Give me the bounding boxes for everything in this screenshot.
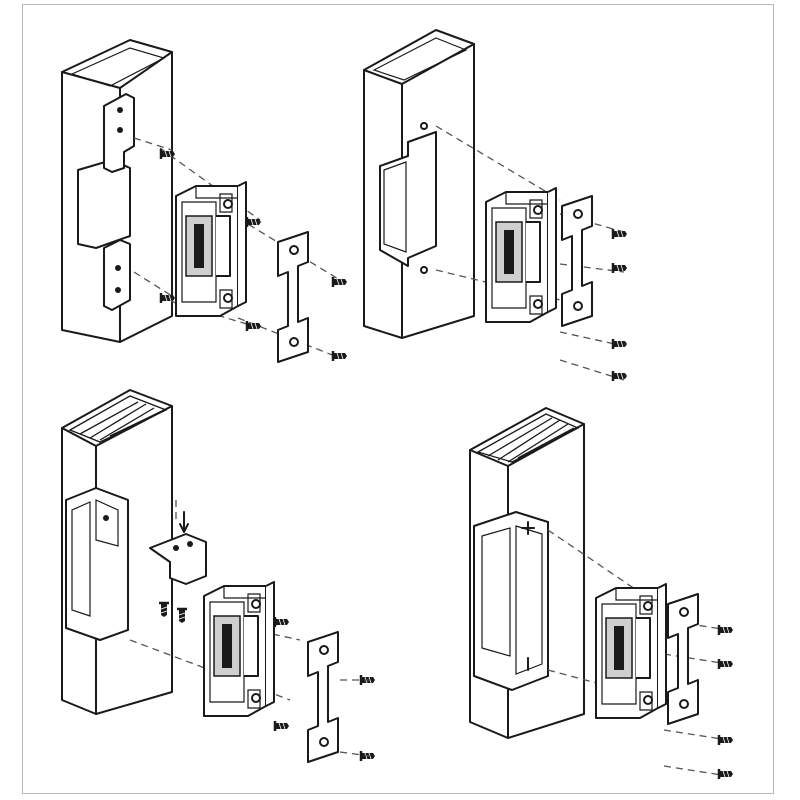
screw-icon [245, 319, 263, 333]
mounting-bracket [149, 533, 207, 585]
panel-metal-frame-surface-mount [61, 39, 349, 363]
screw-icon [273, 719, 291, 733]
screw-icon [717, 657, 735, 671]
frame-cutout [379, 131, 437, 267]
frame-cutout [77, 159, 131, 249]
screw-icon [273, 615, 291, 629]
panel-metal-frame-cutout [363, 29, 629, 383]
electric-strike [595, 583, 667, 719]
strike-faceplate [561, 195, 593, 327]
frame-recess [65, 487, 129, 641]
screw-icon [175, 607, 189, 625]
screw-icon [717, 733, 735, 747]
screw-icon [331, 275, 349, 289]
electric-strike [485, 187, 557, 323]
screw-icon [611, 369, 629, 383]
electric-strike [175, 181, 247, 317]
panel-wood-frame-with-bracket [61, 389, 377, 763]
electric-strike [203, 581, 275, 717]
strike-faceplate [277, 231, 309, 363]
screw-icon [717, 623, 735, 637]
mounting-plate-bottom [103, 239, 131, 311]
figure-frame [22, 4, 774, 794]
screw-icon [717, 767, 735, 781]
frame-recess [473, 511, 549, 691]
screw-icon [611, 337, 629, 351]
mounting-plate-top [103, 93, 135, 173]
panel-wood-frame-recessed [469, 407, 735, 781]
strike-faceplate [307, 631, 339, 763]
screw-icon [331, 349, 349, 363]
